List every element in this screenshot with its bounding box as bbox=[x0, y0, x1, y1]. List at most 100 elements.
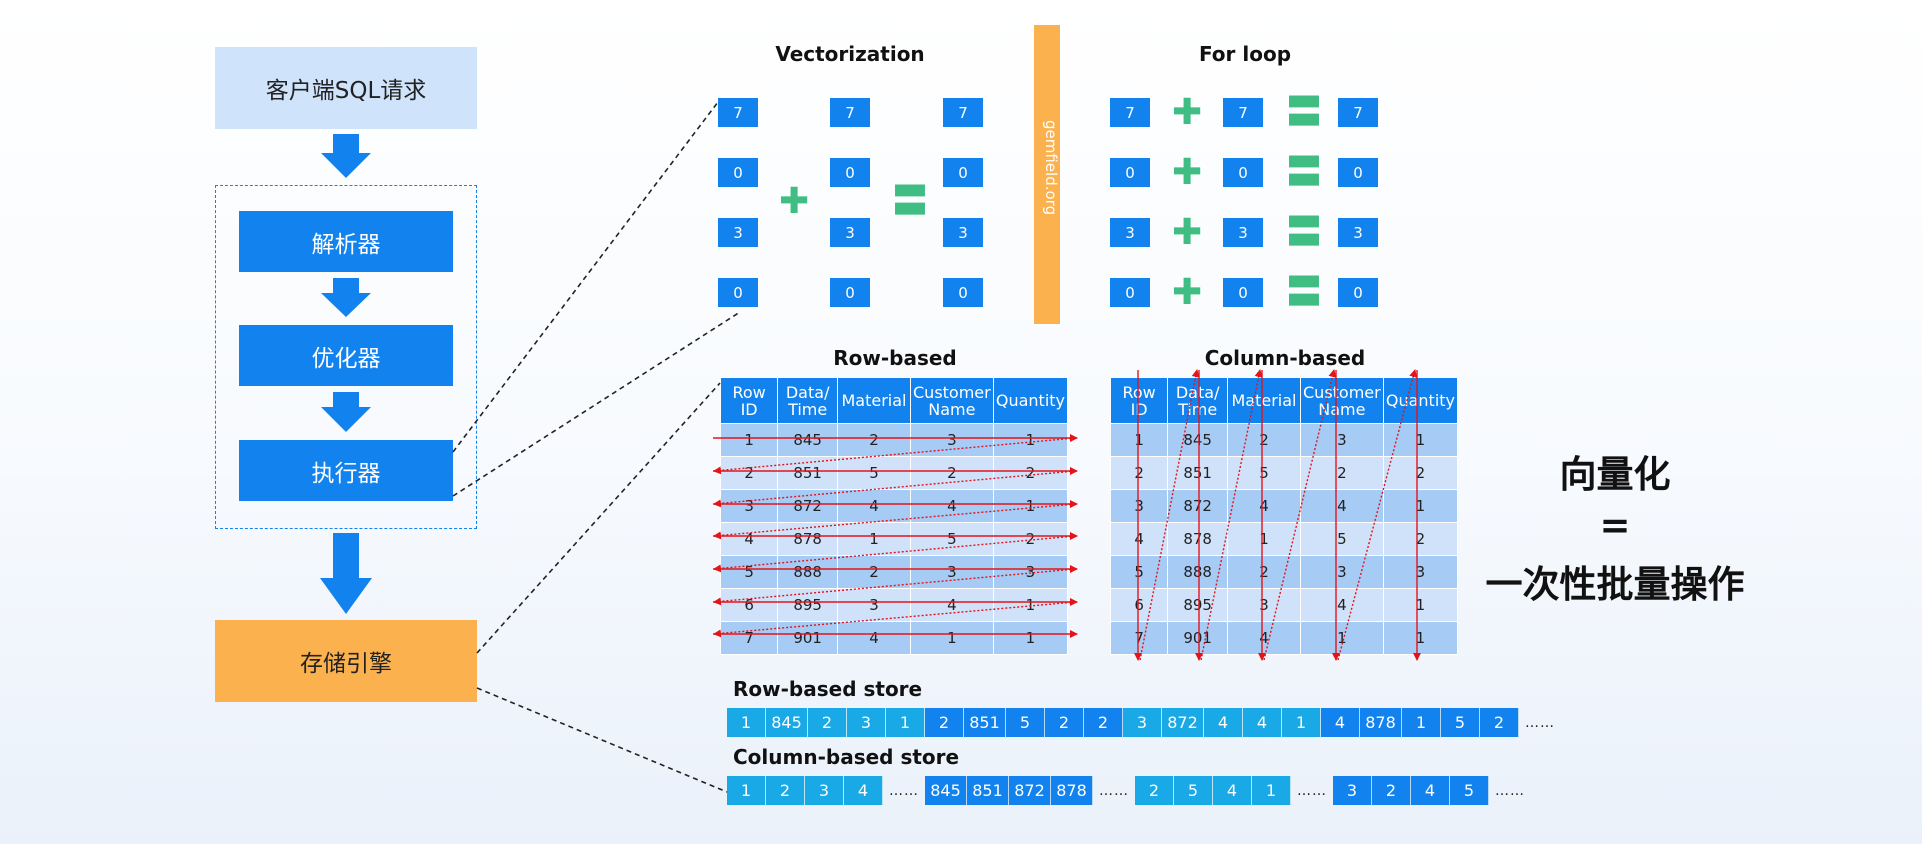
column-based-title: Column-based bbox=[1204, 346, 1366, 370]
table-cell: 4 bbox=[1299, 489, 1384, 523]
column-header: Data/ Time bbox=[1167, 377, 1229, 424]
store-cell: 2 bbox=[1480, 708, 1519, 737]
vertical-divider bbox=[1034, 25, 1060, 324]
down-arrow-icon bbox=[321, 134, 371, 178]
summary-vectorization: 向量化 bbox=[1559, 453, 1671, 496]
store-cell: 4 bbox=[1411, 776, 1450, 805]
storage-engine-label: 存储引擎 bbox=[300, 651, 392, 677]
client-sql-request-label: 客户端SQL请求 bbox=[265, 78, 427, 104]
table-cell: 878 bbox=[1167, 522, 1229, 556]
store-cell: 872 bbox=[1162, 708, 1204, 737]
dashed-connectors bbox=[452, 101, 741, 793]
store-cell: 2 bbox=[1084, 708, 1123, 737]
vector-b-cell: 0 bbox=[830, 158, 870, 187]
table-cell: 5 bbox=[1227, 456, 1301, 490]
connector-line bbox=[476, 687, 728, 793]
vector-result-cell: 3 bbox=[943, 218, 983, 247]
table-cell: 1 bbox=[1109, 423, 1169, 457]
vector-b-cell: 7 bbox=[830, 98, 870, 127]
store-cell: 851 bbox=[964, 708, 1006, 737]
vector-a-cell: 3 bbox=[718, 218, 758, 247]
table-cell: 3 bbox=[909, 423, 994, 457]
table-cell: 2 bbox=[1382, 456, 1459, 490]
store-cell: 3 bbox=[1123, 708, 1162, 737]
table-cell: 1 bbox=[719, 423, 779, 457]
equals-icon: 〓 bbox=[1286, 92, 1323, 133]
vector-a-cell: 0 bbox=[718, 278, 758, 307]
summary-batch-operation: 一次性批量操作 bbox=[1485, 563, 1745, 606]
store-cell: 2 bbox=[1135, 776, 1174, 805]
table-cell: 1 bbox=[992, 489, 1069, 523]
table-cell: 5 bbox=[1109, 555, 1169, 589]
table-cell: 4 bbox=[1109, 522, 1169, 556]
loop-a-cell: 7 bbox=[1110, 98, 1150, 127]
table-cell: 2 bbox=[992, 456, 1069, 490]
table-cell: 4 bbox=[837, 621, 911, 655]
table-cell: 6 bbox=[1109, 588, 1169, 622]
table-cell: 4 bbox=[909, 588, 994, 622]
optimizer-label: 优化器 bbox=[311, 345, 381, 372]
table-cell: 2 bbox=[1109, 456, 1169, 490]
summary-equals: = bbox=[1599, 504, 1631, 547]
loop-result-cell: 7 bbox=[1338, 98, 1378, 127]
column-header: Customer Name bbox=[1299, 377, 1384, 424]
store-cell: 3 bbox=[805, 776, 844, 805]
table-cell: 1 bbox=[1299, 621, 1384, 655]
table-cell: 3 bbox=[1382, 555, 1459, 589]
table-cell: 4 bbox=[837, 489, 911, 523]
store-cell: 4 bbox=[844, 776, 883, 805]
row-store-title: Row-based store bbox=[733, 677, 923, 701]
store-cell: 1 bbox=[886, 708, 925, 737]
vector-a-cell: 7 bbox=[718, 98, 758, 127]
storage-engine-box: 存储引擎 bbox=[215, 620, 477, 702]
table-cell: 3 bbox=[992, 555, 1069, 589]
connector-line bbox=[452, 311, 741, 497]
loop-result-cell: 0 bbox=[1338, 158, 1378, 187]
store-cell: 878 bbox=[1360, 708, 1402, 737]
store-ellipsis: …… bbox=[889, 782, 919, 799]
loop-result-cell: 0 bbox=[1338, 278, 1378, 307]
store-cell: 872 bbox=[1009, 776, 1051, 805]
down-arrow-icon bbox=[320, 533, 372, 614]
column-store-title: Column-based store bbox=[733, 745, 960, 769]
store-cell: 4 bbox=[1321, 708, 1360, 737]
column-header: Row ID bbox=[719, 377, 779, 424]
table-cell: 851 bbox=[777, 456, 839, 490]
store-cell: 4 bbox=[1213, 776, 1252, 805]
equals-icon: 〓 bbox=[1286, 212, 1323, 253]
store-cell: 3 bbox=[847, 708, 886, 737]
table-cell: 1 bbox=[992, 423, 1069, 457]
equals-icon: 〓 bbox=[1286, 152, 1323, 193]
connector-line bbox=[476, 382, 721, 654]
optimizer-box: 优化器 bbox=[239, 325, 453, 386]
store-cell: 851 bbox=[967, 776, 1009, 805]
table-cell: 4 bbox=[1227, 489, 1301, 523]
table-cell: 4 bbox=[1299, 588, 1384, 622]
table-cell: 2 bbox=[992, 522, 1069, 556]
table-cell: 851 bbox=[1167, 456, 1229, 490]
table-cell: 2 bbox=[1227, 423, 1301, 457]
column-header: Material bbox=[837, 377, 911, 424]
loop-result-cell: 3 bbox=[1338, 218, 1378, 247]
table-cell: 5 bbox=[719, 555, 779, 589]
vector-b-cell: 0 bbox=[830, 278, 870, 307]
loop-b-cell: 3 bbox=[1223, 218, 1263, 247]
column-based-table: Row ID Data/ Time Material Customer Name… bbox=[1109, 377, 1459, 655]
connector-line bbox=[452, 101, 719, 453]
vectorization-title: Vectorization bbox=[775, 42, 925, 66]
vector-b-cell: 3 bbox=[830, 218, 870, 247]
table-cell: 4 bbox=[909, 489, 994, 523]
executor-box: 执行器 bbox=[239, 440, 453, 501]
row-based-table: Row ID Data/ Time Material Customer Name… bbox=[719, 377, 1069, 655]
watermark-text: gemfield.org bbox=[1042, 120, 1060, 216]
